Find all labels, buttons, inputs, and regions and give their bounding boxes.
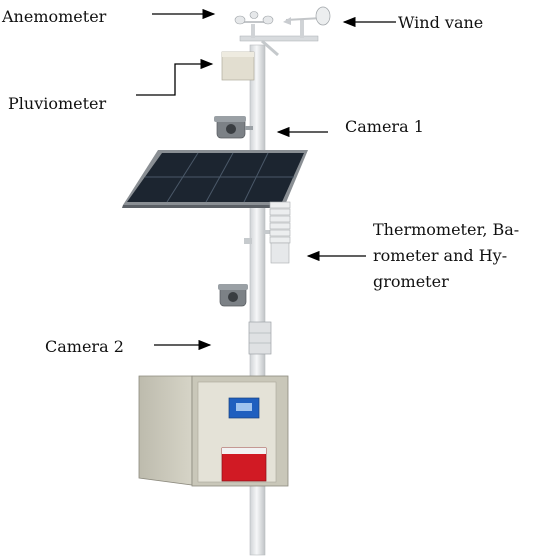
battery xyxy=(221,447,267,482)
junction-box xyxy=(248,321,272,355)
callout-arrows xyxy=(136,8,396,351)
label-camera-2: Camera 2 xyxy=(45,337,124,356)
wind-vane-device xyxy=(283,6,331,38)
label-wind-vane: Wind vane xyxy=(398,13,484,32)
equipment-cabinet xyxy=(138,375,289,487)
camera-1-device xyxy=(214,116,253,139)
pluviometer-arrow xyxy=(136,58,214,96)
label-thermo-line-3: grometer xyxy=(373,272,449,291)
label-thermo-line-1: Thermometer, Ba- xyxy=(373,220,520,239)
anemometer-device xyxy=(234,11,274,38)
label-thermometer-barometer-hygrometer: Thermometer, Ba- rometer and Hy- gromete… xyxy=(373,217,519,295)
radiation-shield-device xyxy=(264,201,291,264)
solar-panel xyxy=(122,150,308,208)
label-anemometer: Anemometer xyxy=(2,7,107,26)
label-thermo-line-2: rometer and Hy- xyxy=(373,246,508,265)
camera-2-device xyxy=(218,284,248,307)
label-camera-1: Camera 1 xyxy=(345,117,424,136)
charge-controller xyxy=(228,397,260,419)
label-pluviometer: Pluviometer xyxy=(8,94,107,113)
pluviometer-device xyxy=(221,51,255,81)
sensor-crossbar xyxy=(239,35,319,57)
